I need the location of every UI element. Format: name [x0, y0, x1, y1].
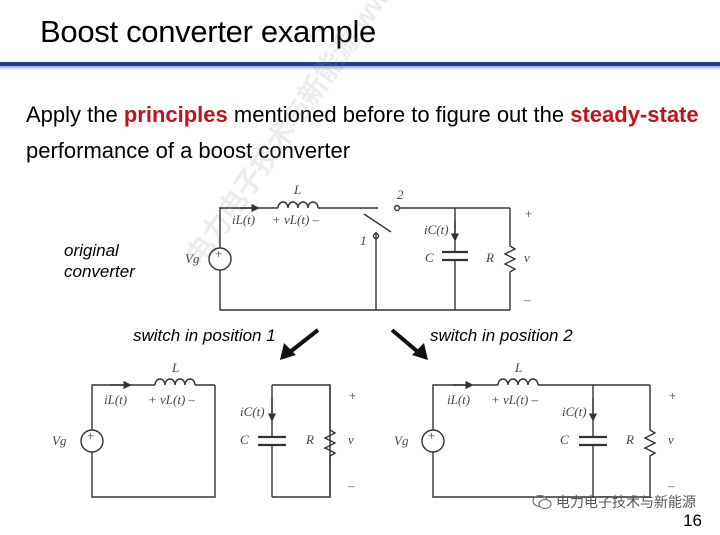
body-text: Apply the principles mentioned before to…	[26, 97, 716, 169]
label-iC-pos2: iC(t)	[562, 404, 587, 419]
label-R-pos2: R	[626, 432, 634, 447]
label-iC-pos1: iC(t)	[240, 404, 265, 419]
slide-title: Boost converter example	[40, 14, 376, 49]
source-plus-pos1: +	[87, 428, 95, 443]
label-v-pos2: v	[668, 432, 674, 447]
label-C-pos1: C	[240, 432, 249, 447]
highlight-steady-state: steady-state	[570, 102, 699, 127]
source-plus-top: +	[215, 246, 223, 261]
highlight-principles: principles	[123, 102, 228, 127]
body-text-part: performance of a boost converter	[26, 138, 351, 163]
circuit-position-1	[80, 378, 337, 498]
label-switch-position-1: switch in position 1	[133, 326, 276, 345]
circuit-original	[208, 201, 517, 311]
label-plus-top: +	[524, 206, 533, 221]
title-divider-shadow	[0, 66, 720, 70]
body-text-part: mentioned before to figure out the	[227, 102, 571, 127]
label-plus-pos2: +	[668, 388, 677, 403]
page-number: 16	[683, 511, 702, 530]
label-v-pos1: v	[348, 432, 354, 447]
label-Vg-pos2: Vg	[394, 433, 409, 448]
label-C-pos2: C	[560, 432, 569, 447]
brand-watermark: 电力电子技术与新能源	[532, 492, 696, 512]
label-vL-pos2: + vL(t) –	[491, 392, 539, 407]
label-vL-pos1: + vL(t) –	[148, 392, 196, 407]
label-R-top: R	[486, 250, 494, 265]
label-R-pos1: R	[306, 432, 314, 447]
label-switch-position-2: switch in position 2	[430, 326, 573, 345]
label-minus-top: –	[524, 292, 531, 307]
label-original-converter: original converter	[64, 241, 135, 281]
label-minus-pos1: –	[348, 478, 355, 493]
label-Vg-top: Vg	[185, 251, 200, 266]
title-divider	[0, 62, 720, 66]
label-L-top: L	[294, 182, 302, 197]
circuit-position-2	[421, 378, 657, 498]
label-iL-pos2: iL(t)	[447, 392, 471, 407]
label-vL-top: + vL(t) –	[272, 212, 320, 227]
label-iL-pos1: iL(t)	[104, 392, 128, 407]
label-plus-pos1: +	[348, 388, 357, 403]
label-L-pos2: L	[515, 360, 523, 375]
label-L-pos1: L	[172, 360, 180, 375]
label-v-top: v	[524, 250, 530, 265]
label-Vg-pos1: Vg	[52, 433, 67, 448]
arrow-to-position-2	[390, 328, 428, 360]
label-iC-top: iC(t)	[424, 222, 449, 237]
label-iL-top: iL(t)	[232, 212, 256, 227]
wechat-icon	[532, 494, 552, 510]
label-minus-pos2: –	[668, 478, 675, 493]
label-C-top: C	[425, 250, 434, 265]
source-plus-pos2: +	[428, 428, 436, 443]
arrow-to-position-1	[280, 328, 320, 360]
label-switch-1: 1	[360, 233, 367, 248]
body-text-part: Apply the	[26, 102, 124, 127]
brand-watermark-text: 电力电子技术与新能源	[556, 494, 696, 510]
label-switch-2: 2	[397, 187, 404, 202]
